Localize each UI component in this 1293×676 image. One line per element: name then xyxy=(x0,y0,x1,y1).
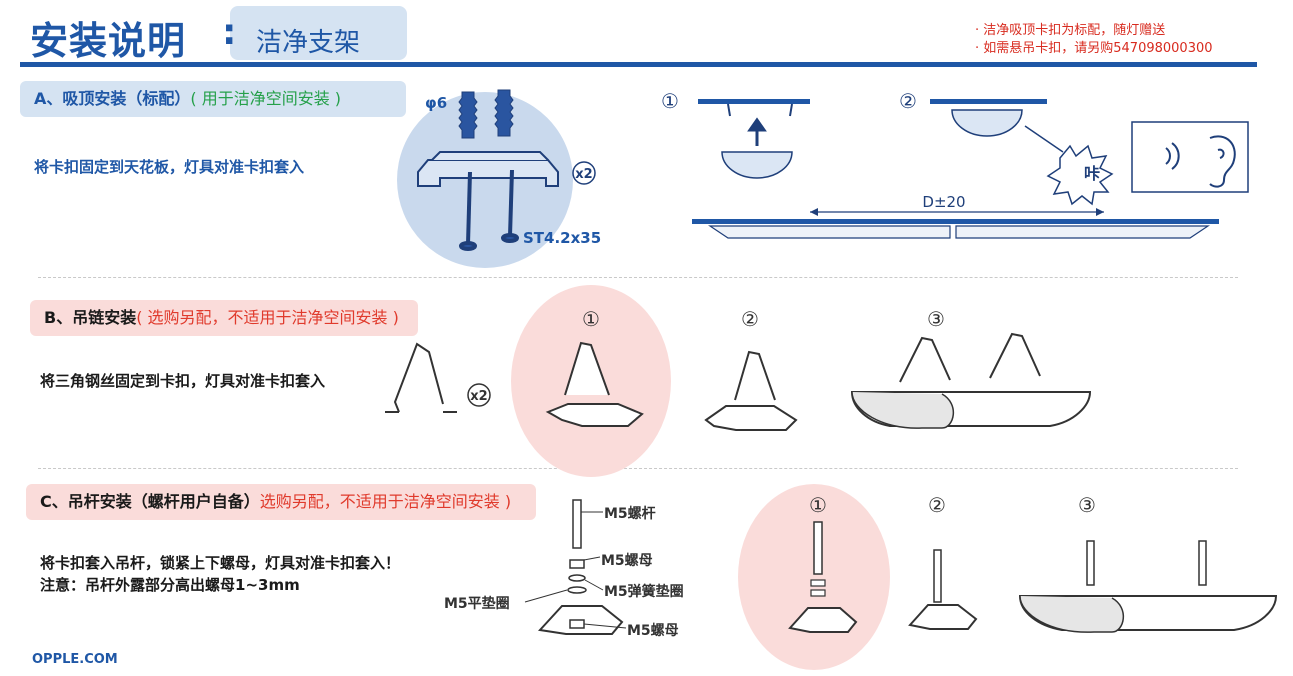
section-a-distance: D±20 xyxy=(692,193,1219,239)
clip-c1 xyxy=(788,607,858,633)
step-b1-number: ① xyxy=(582,307,600,331)
note-line-2: · 如需悬吊卡扣，请另购547098000300 xyxy=(975,41,1213,56)
clip-c2 xyxy=(908,604,978,630)
lamp-a2 xyxy=(951,109,1023,137)
leader-nut-top xyxy=(583,556,601,561)
section-c-title: C、吊杆安装（螺杆用户自备） xyxy=(40,492,260,511)
wire-clip-b2 xyxy=(704,350,798,431)
screws xyxy=(459,169,519,251)
click-sound-label: 咔 xyxy=(1084,164,1100,183)
qty-badge-a xyxy=(572,161,596,185)
section-c-instruction: 将卡扣套入吊杆，锁紧上下螺母，灯具对准卡扣套入！ 注意：吊杆外露部分高出螺母1~… xyxy=(40,552,400,596)
footer-brand: OPPLE.COM xyxy=(32,652,118,667)
lamp-b3-end xyxy=(851,391,954,429)
note-line-1: · 洁净吸顶卡扣为标配，随灯赠送 xyxy=(975,23,1166,38)
subtitle-box xyxy=(230,6,407,60)
lamp-c3-end xyxy=(1019,595,1124,633)
divider-b-c xyxy=(38,468,1238,469)
flat-washer xyxy=(567,586,587,594)
nut-bottom xyxy=(569,619,585,629)
section-c-parts: M5螺杆 M5螺母 M5弹簧垫圈 M5平垫圈 M5螺母 xyxy=(444,499,684,639)
ceiling-a2 xyxy=(930,99,1047,104)
clip-a1 xyxy=(727,103,793,117)
step-a1-number: ① xyxy=(661,89,679,113)
section-c-instruction-line-2: 注意：吊杆外露部分高出螺母1~3mm xyxy=(40,576,300,594)
section-b-label: B、吊链安装( 选购另配，不适用于洁净空间安装 ) xyxy=(30,300,418,336)
anchor-size-label: φ6 xyxy=(425,94,447,112)
step-c3-number: ③ xyxy=(1078,493,1096,517)
wall-anchor-left xyxy=(458,91,478,139)
listen-box xyxy=(1131,121,1249,193)
qty-label-a: x2 xyxy=(575,167,592,182)
section-a-note: ( 用于洁净空间安装 ) xyxy=(190,89,342,108)
lamp-a1 xyxy=(721,151,793,179)
section-a-label: A、吸顶安装（标配）( 用于洁净空间安装 ) xyxy=(20,81,406,117)
page-subtitle: 洁净支架 xyxy=(256,28,361,58)
wires-b3 xyxy=(899,332,1041,383)
step-c2-number: ② xyxy=(928,493,946,517)
spring-washer xyxy=(568,574,586,582)
sound-waves-icon xyxy=(1165,142,1180,170)
nut-c1a xyxy=(810,579,826,587)
top-notes: · 洁净吸顶卡扣为标配，随灯赠送 · 如需悬吊卡扣，请另购54709800030… xyxy=(975,22,1213,58)
clip-bracket xyxy=(417,151,559,187)
section-b-note: ( 选购另配，不适用于洁净空间安装 ) xyxy=(136,308,399,327)
rod-c1 xyxy=(813,521,823,575)
leader-spring-washer xyxy=(584,579,604,591)
section-a-step-1: ① xyxy=(661,89,810,179)
header-rule xyxy=(20,62,1257,67)
lamp-section-left xyxy=(708,225,951,239)
divider-a-b xyxy=(38,277,1238,278)
section-c-label: C、吊杆安装（螺杆用户自备）选购另配，不适用于洁净空间安装 ) xyxy=(26,484,536,520)
leader-flat-washer xyxy=(524,589,568,603)
threaded-rod xyxy=(572,499,582,549)
screw-size-label: ST4.2x35 xyxy=(523,229,601,247)
part-rod-label: M5螺杆 xyxy=(604,505,656,522)
section-a-step-2: ② 咔 xyxy=(899,89,1249,206)
title-colon: : xyxy=(222,12,237,53)
arrow-up-icon xyxy=(747,117,767,146)
qty-badge-b xyxy=(467,383,491,407)
ear-icon xyxy=(1209,135,1236,188)
section-a-parts-illustration: φ6 x2 ST4.2x35 xyxy=(397,89,601,268)
pointer-line xyxy=(1024,125,1064,153)
rod-c3-right xyxy=(1198,540,1207,586)
step-b3-number: ③ xyxy=(927,307,945,331)
step-c1-number: ① xyxy=(809,493,827,517)
section-b-instruction: 将三角钢丝固定到卡扣，灯具对准卡扣套入 xyxy=(40,372,326,390)
ceiling-a1 xyxy=(698,99,810,104)
section-b-illustrations: x2 ① ② ③ xyxy=(385,285,1092,477)
rod-c3-left xyxy=(1086,540,1095,586)
section-a-title: A、吸顶安装（标配） xyxy=(34,89,191,108)
distance-label: D±20 xyxy=(922,193,965,211)
rod-c2 xyxy=(933,549,942,603)
step-a2-number: ② xyxy=(899,89,917,113)
section-c-instruction-line-1: 将卡扣套入吊杆，锁紧上下螺母，灯具对准卡扣套入！ xyxy=(40,554,401,572)
leader-nut-bottom xyxy=(583,623,627,629)
section-b-title: B、吊链安装 xyxy=(44,308,137,327)
ceiling-long xyxy=(692,219,1219,224)
page-title: 安装说明 xyxy=(30,19,187,63)
part-spring-washer-label: M5弹簧垫圈 xyxy=(604,583,684,600)
nut-top xyxy=(569,559,585,569)
wall-anchor-right xyxy=(494,89,514,137)
section-c-steps: ① ② ③ xyxy=(738,484,1278,670)
nut-c1b xyxy=(810,589,826,597)
wire-clip-b1 xyxy=(545,341,644,427)
click-burst-icon xyxy=(1046,144,1114,206)
section-c-note: 选购另配，不适用于洁净空间安装 ) xyxy=(259,492,512,511)
section-a-instruction: 将卡扣固定到天花板，灯具对准卡扣套入 xyxy=(34,158,305,176)
step-b2-number: ② xyxy=(741,307,759,331)
lamp-section-right xyxy=(955,225,1210,239)
triangle-wire xyxy=(385,342,457,413)
parts-highlight-circle xyxy=(397,92,573,268)
part-nut-bottom-label: M5螺母 xyxy=(627,622,679,639)
qty-label-b: x2 xyxy=(470,389,487,404)
part-flat-washer-label: M5平垫圈 xyxy=(444,595,510,612)
part-nut-top-label: M5螺母 xyxy=(601,552,653,569)
